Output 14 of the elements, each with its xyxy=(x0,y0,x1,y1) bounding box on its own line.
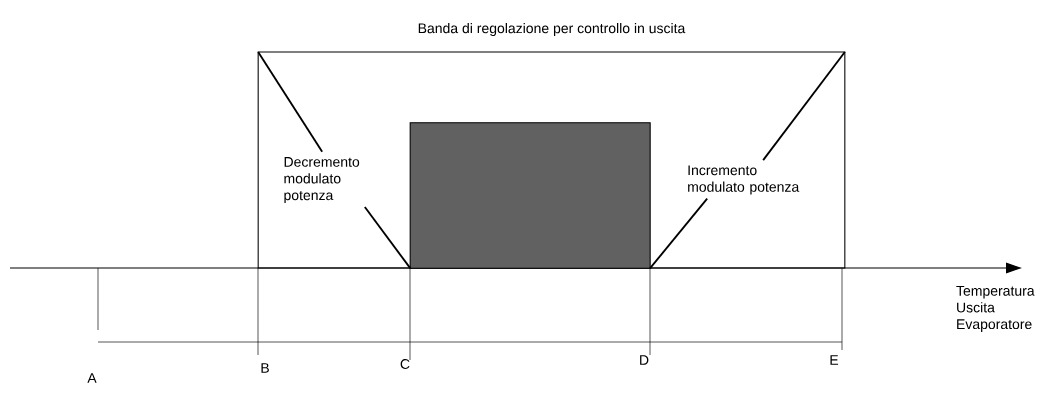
point-label: E xyxy=(830,355,839,365)
point-label: B xyxy=(261,363,269,373)
node-label: Banda di regolazione per controllo in uscita xyxy=(418,22,686,37)
connector-line xyxy=(363,206,412,270)
annotation-text: Incremento modulato potenza xyxy=(688,165,800,195)
point-label: A xyxy=(87,373,97,383)
shaded-box xyxy=(409,122,651,269)
point-label: D xyxy=(640,355,649,365)
axis-label: Temperatura Uscita Evaporatore xyxy=(956,286,1035,332)
annotation-text: Decremento modulato potenza xyxy=(284,157,360,203)
connector-line xyxy=(762,51,846,161)
connector-line xyxy=(649,197,709,270)
connector-line xyxy=(257,51,324,153)
point-label: C xyxy=(400,359,410,369)
